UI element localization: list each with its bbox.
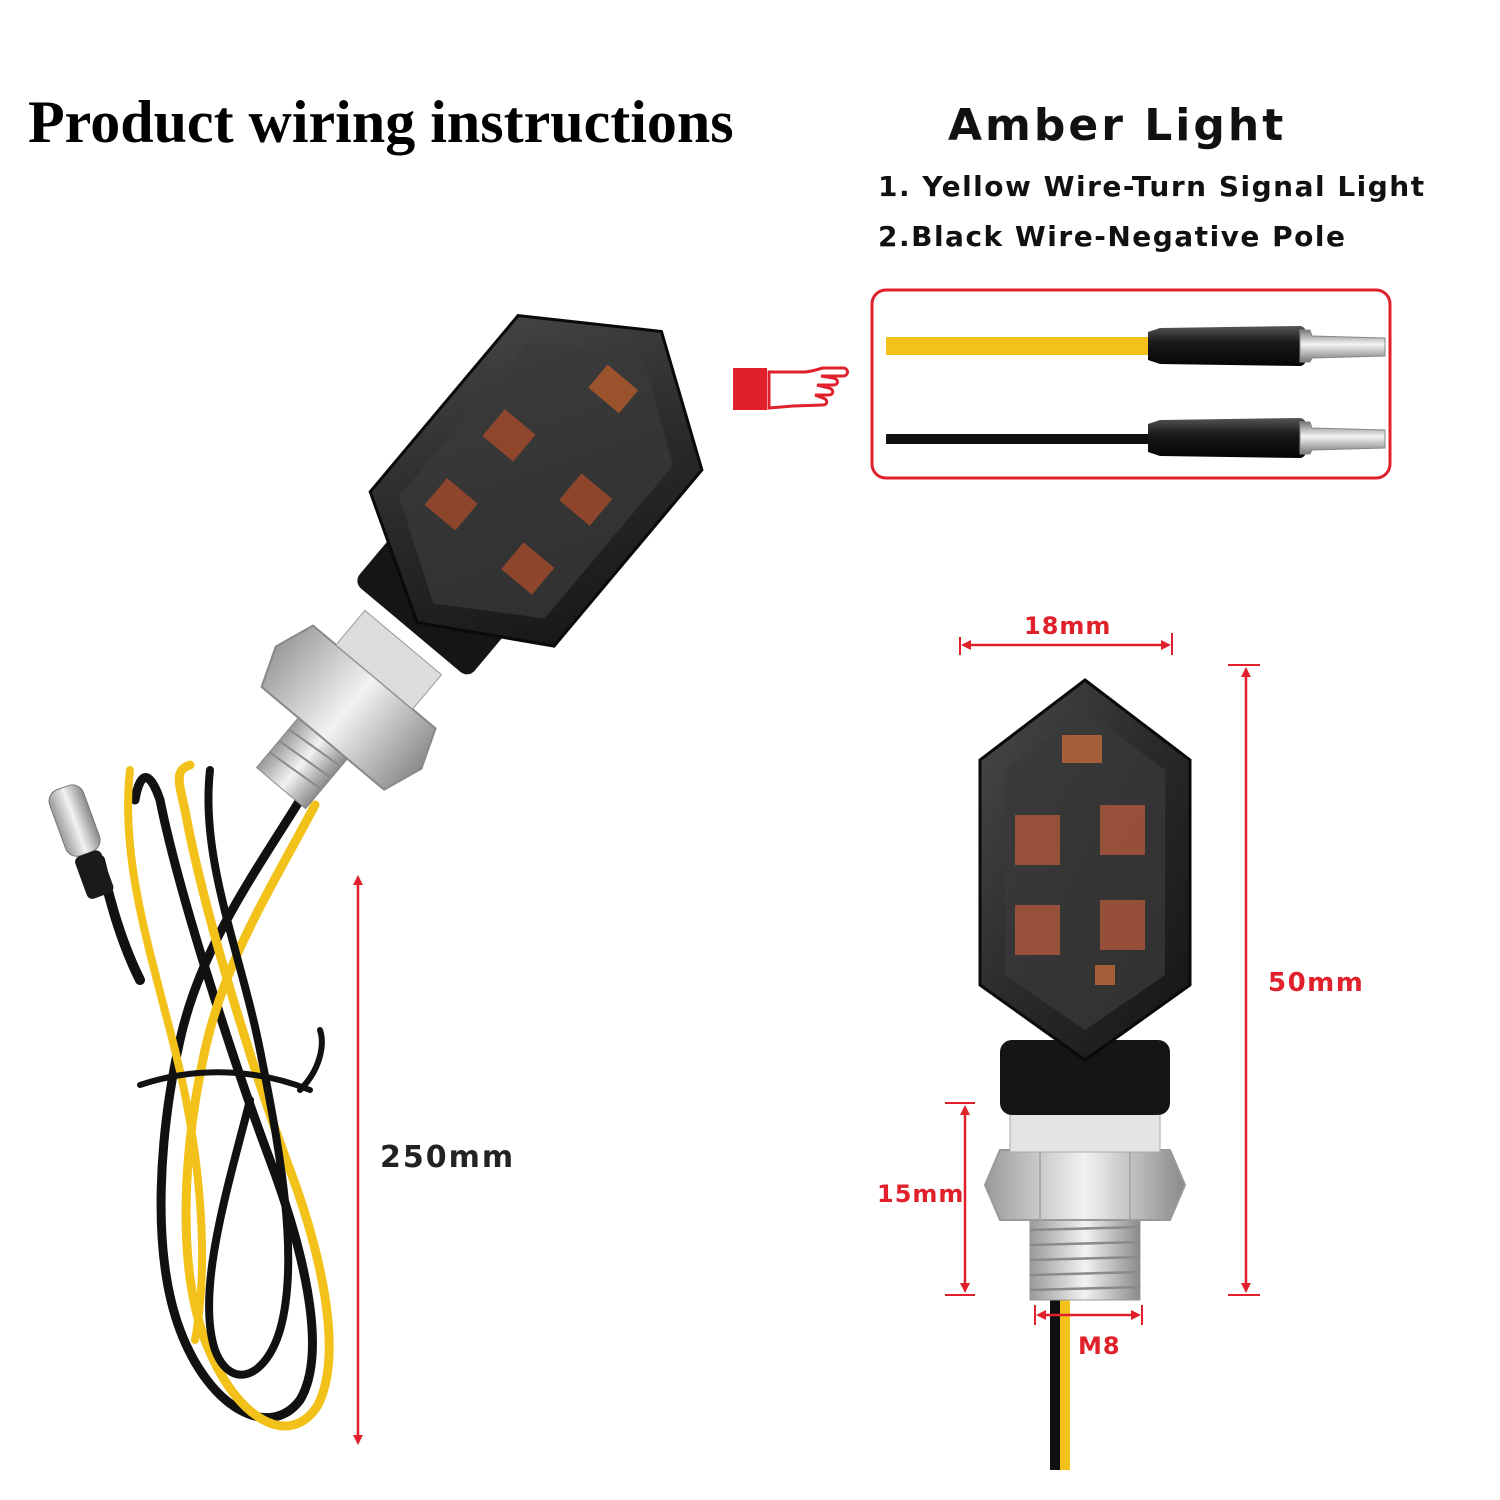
wire-connector-panel — [870, 288, 1392, 480]
black-wire — [886, 434, 1150, 444]
page-title: Product wiring instructions — [28, 89, 734, 155]
right-indicator-front-view — [945, 633, 1260, 1470]
pointing-hand-icon — [733, 366, 849, 410]
yellow-wire — [886, 337, 1150, 355]
height-label: 50mm — [1268, 968, 1365, 998]
cable-length-label: 250mm — [380, 1140, 516, 1175]
coiled-wires — [95, 760, 334, 1431]
black-wire-plug — [1148, 418, 1309, 458]
width-label: 18mm — [1024, 612, 1112, 640]
yellow-wire-plug — [1148, 326, 1309, 366]
legend-heading: Amber Light — [948, 100, 1287, 151]
left-bullet-connector — [48, 784, 114, 899]
left-indicator-assembly — [48, 314, 704, 1445]
black-wire-pin — [1299, 421, 1386, 455]
yellow-wire-pin — [1299, 329, 1386, 363]
left-bolt — [255, 609, 443, 810]
legend-item-black: 2.Black Wire-Negative Pole — [878, 220, 1347, 253]
thread-label: M8 — [1078, 1332, 1121, 1360]
left-indicator-housing — [357, 314, 704, 675]
bolt-length-label: 15mm — [877, 1180, 965, 1208]
legend-item-yellow: 1. Yellow Wire-Turn Signal Light — [878, 170, 1426, 203]
